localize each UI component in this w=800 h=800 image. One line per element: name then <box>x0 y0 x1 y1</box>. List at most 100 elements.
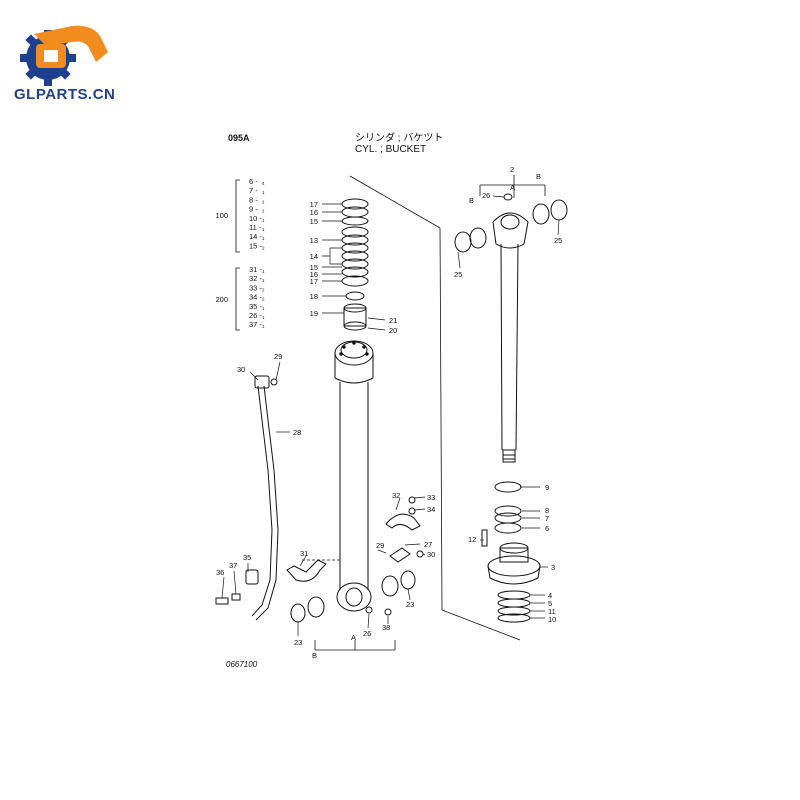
group-200-label: 200 <box>215 295 228 304</box>
callout-21: 21 <box>389 316 397 325</box>
callout-B-right: B <box>536 172 541 181</box>
callout-34: 34 <box>427 505 435 514</box>
callout-27: 27 <box>424 540 432 549</box>
group-item-number: 14 - <box>249 232 262 241</box>
group-item-quantity: 1 <box>262 324 265 329</box>
leader-lines <box>221 195 560 636</box>
callout-12: 12 <box>468 535 476 544</box>
callout-A-bottom: A <box>351 633 356 642</box>
excavator-arm-icon <box>34 25 108 68</box>
group-item-number: 26 - <box>249 311 262 320</box>
callout-23-right: 23 <box>406 600 414 609</box>
group-item-quantity: 1 <box>262 306 265 311</box>
group-item-number: 34 - <box>249 293 262 302</box>
group-item-quantity: 1 <box>262 278 265 283</box>
seal-stack <box>341 198 369 331</box>
callout-35: 35 <box>243 553 251 562</box>
callout-26-top: 26 <box>482 191 490 200</box>
group-brackets <box>235 179 240 331</box>
group-item-number: 32 - <box>249 274 262 283</box>
group-item-number: 9 - <box>249 205 258 214</box>
diagram-title-english: CYL. ; BUCKET <box>355 144 427 155</box>
callout-seal-18: 18 <box>310 292 318 301</box>
callout-8: 8 <box>545 506 549 515</box>
callout-B-left: B <box>469 196 474 205</box>
callout-33: 33 <box>427 493 435 502</box>
part-callout-labels: 21 20 29 30 28 2 A 26 B B 25 25 9 8 7 6 … <box>216 165 562 660</box>
group-item-number: 10 - <box>249 214 262 223</box>
glparts-logo <box>20 25 108 86</box>
callout-32: 32 <box>392 491 400 500</box>
diagram-code: 095A <box>228 133 250 143</box>
brand-name: GLPARTS.CN <box>14 86 116 103</box>
group-item-quantity: 1 <box>262 209 265 214</box>
callout-3: 3 <box>551 563 555 572</box>
hydraulic-pipe <box>245 375 279 621</box>
callout-seal-17: 17 <box>310 200 318 209</box>
group-item-number: 8 - <box>249 195 258 204</box>
drawing-number: 0667100 <box>226 660 258 669</box>
group-item-quantity: 2 <box>262 297 265 302</box>
group-item-number: 7 - <box>249 186 258 195</box>
callout-B-bottom: B <box>312 651 317 660</box>
group-item-number: 33 - <box>249 283 262 292</box>
diagram-title-japanese: シリンダ ; バケツト <box>355 133 444 144</box>
group-100-label: 100 <box>215 211 228 220</box>
group-item-number: 6 - <box>249 177 258 186</box>
group-item-number: 11 - <box>249 223 262 232</box>
piston-rod <box>454 193 568 463</box>
group-item-number: 31 - <box>249 265 262 274</box>
pipe-clamps <box>215 496 424 605</box>
bottom-bushings <box>290 570 416 623</box>
callout-seal-17b: 17 <box>310 277 318 286</box>
group-item-quantity: 4 <box>262 181 265 186</box>
callout-9: 9 <box>545 483 549 492</box>
group-item-number: 37 - <box>249 320 262 329</box>
callout-38: 38 <box>382 623 390 632</box>
callout-seal-15: 15 <box>310 217 318 226</box>
callout-seal-14: 14 <box>310 252 318 261</box>
callout-4: 4 <box>548 591 552 600</box>
callout-6: 6 <box>545 524 549 533</box>
callout-20: 20 <box>389 326 397 335</box>
group-labels: 100 200 <box>215 211 228 304</box>
group-item-quantity: 1 <box>262 227 265 232</box>
callout-seal-16b: 16 <box>310 270 318 279</box>
callout-23-left: 23 <box>294 638 302 647</box>
group-item-quantity: 1 <box>262 315 265 320</box>
group-item-quantity: 1 <box>262 236 265 241</box>
callout-29-top: 29 <box>274 352 282 361</box>
callout-25-left: 25 <box>454 270 462 279</box>
callout-30-bottom: 30 <box>427 550 435 559</box>
callout-10: 10 <box>548 615 556 624</box>
callout-37: 37 <box>229 561 237 570</box>
cylinder-tube <box>334 340 374 612</box>
group-item-quantity: 1 <box>262 199 265 204</box>
callout-seal-19: 19 <box>310 309 318 318</box>
callout-7: 7 <box>545 514 549 523</box>
group-item-quantity: 1 <box>262 190 265 195</box>
callout-30-top: 30 <box>237 365 245 374</box>
callout-29-bottom: 29 <box>376 541 384 550</box>
callout-25-right: 25 <box>554 236 562 245</box>
group-item-quantity: 1 <box>262 269 265 274</box>
seal-callout-labels: 17 16 15 13 14 15 16 17 18 19 <box>310 200 318 318</box>
callout-seal-15b: 15 <box>310 263 318 272</box>
group-item-number: 15 - <box>249 241 262 250</box>
callout-36: 36 <box>216 568 224 577</box>
group-item-number: 35 - <box>249 302 262 311</box>
callout-2: 2 <box>510 165 514 174</box>
group-item-list: 6 -47 -18 -19 -110 -111 -114 -115 -231 -… <box>249 177 265 329</box>
callout-26-bottom: 26 <box>363 629 371 638</box>
assembly-guides <box>300 175 546 651</box>
callout-31: 31 <box>300 549 308 558</box>
callout-11: 11 <box>548 607 556 616</box>
group-item-quantity: 2 <box>262 287 265 292</box>
callout-seal-16: 16 <box>310 208 318 217</box>
callout-A-top: A <box>510 183 515 192</box>
piston-parts <box>481 481 541 623</box>
callout-seal-13: 13 <box>310 236 318 245</box>
callout-5: 5 <box>548 599 552 608</box>
group-item-quantity: 2 <box>262 245 265 250</box>
